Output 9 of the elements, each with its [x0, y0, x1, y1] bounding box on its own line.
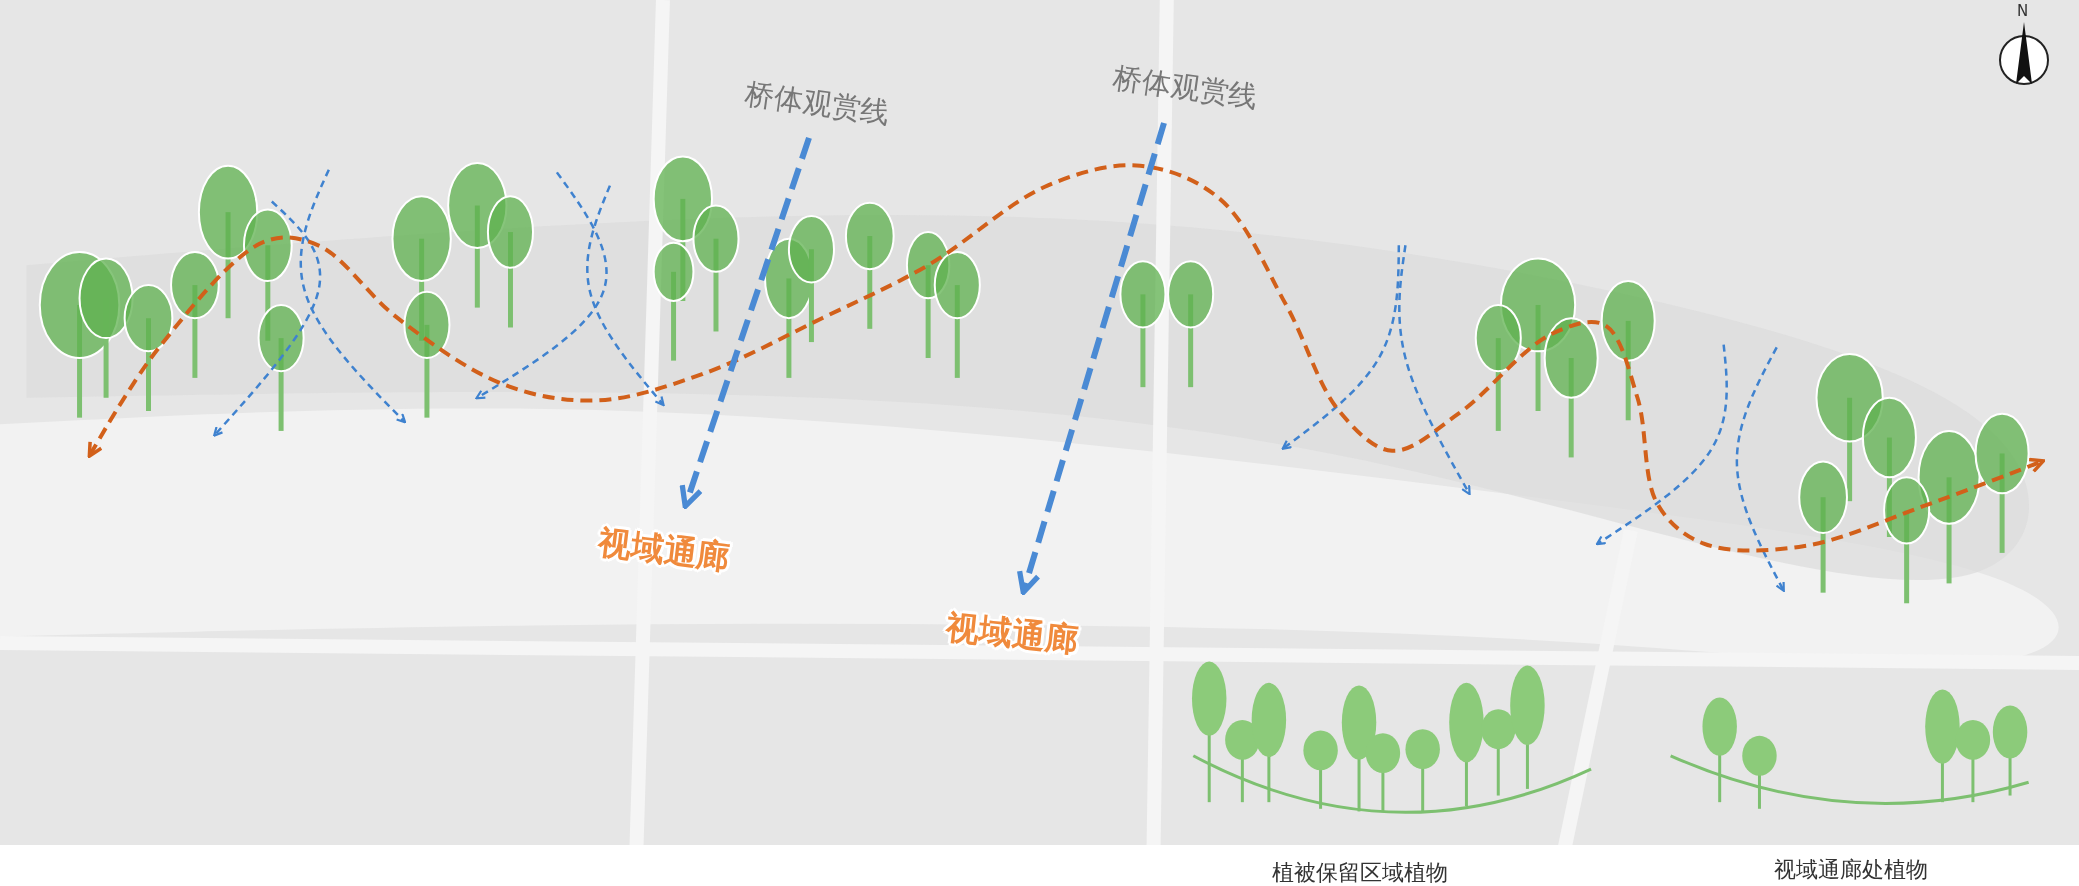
arrow	[679, 136, 812, 509]
corridor-label: 视域通廊	[944, 605, 1080, 664]
caption: 视域通廊处植物	[1774, 856, 1928, 884]
view-line-label: 桥体观赏线	[742, 74, 893, 134]
view-line-label: 桥体观赏线	[1110, 58, 1261, 118]
arrow	[1017, 122, 1167, 595]
caption: 植被保留区域植物	[1272, 859, 1448, 886]
north-label: N	[2017, 2, 2029, 20]
corridor-label: 视域通廊	[595, 520, 733, 581]
